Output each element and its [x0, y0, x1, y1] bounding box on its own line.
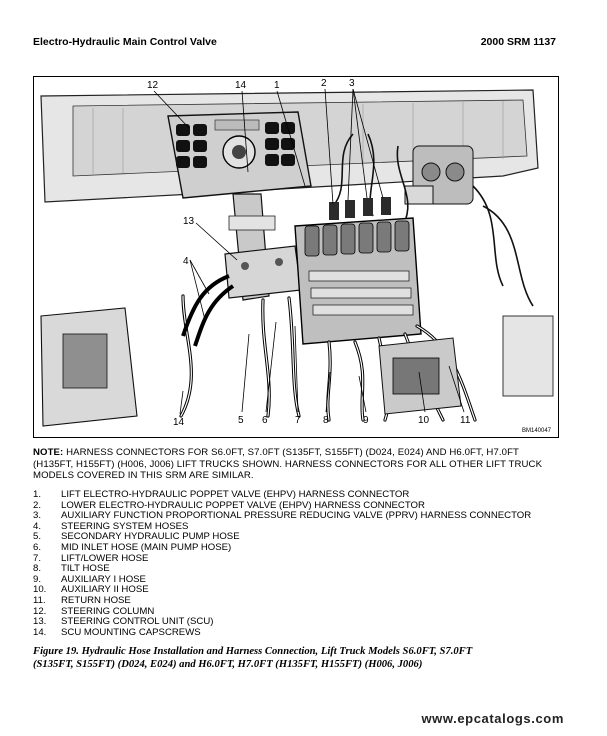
- legend-item: 9. AUXILIARY I HOSE: [33, 573, 563, 586]
- legend-text: LIFT ELECTRO-HYDRAULIC POPPET VALVE (EHP…: [61, 489, 410, 500]
- legend-text: LOWER ELECTRO-HYDRAULIC POPPET VALVE (EH…: [61, 499, 425, 511]
- legend-text: SECONDARY HYDRAULIC PUMP HOSE: [61, 531, 240, 543]
- legend-number: 12.: [33, 605, 47, 617]
- legend-item: 8. TILT HOSE: [33, 564, 563, 575]
- parts-legend: 1. LIFT ELECTRO-HYDRAULIC POPPET VALVE (E…: [33, 489, 563, 639]
- legend-item: 3. AUXILIARY FUNCTION PROPORTIONAL PRESSU…: [33, 511, 563, 522]
- legend-number: 4.: [33, 520, 42, 532]
- legend-number: 8.: [33, 563, 42, 575]
- callout-11: 11: [460, 415, 471, 426]
- legend-number: 10.: [33, 584, 47, 596]
- legend-text: AUXILIARY FUNCTION PROPORTIONAL PRESSURE…: [61, 510, 532, 522]
- legend-text: AUXILIARY II HOSE: [61, 584, 149, 596]
- callout-1: 1: [274, 80, 280, 91]
- callout-9: 9: [363, 415, 369, 426]
- legend-text: STEERING SYSTEM HOSES: [61, 520, 189, 532]
- callout-6: 6: [262, 415, 268, 426]
- callout-14-top: 14: [235, 80, 247, 91]
- legend-number: 3.: [33, 510, 42, 522]
- legend-item: 10. AUXILIARY II HOSE: [33, 585, 563, 596]
- legend-text: AUXILIARY I HOSE: [61, 573, 146, 585]
- callout-4: 4: [183, 256, 189, 267]
- hydraulic-hose-figure: 12 14 1 2 3 13 4 14 5 6 7 8 9 10 11 BM14…: [33, 76, 559, 438]
- legend-item: 11. RETURN HOSE: [33, 594, 563, 607]
- note-paragraph: NOTE: HARNESS CONNECTORS FOR S6.0FT, S7.…: [33, 447, 561, 482]
- legend-text: SCU MOUNTING CAPSCREWS: [61, 626, 201, 638]
- legend-text: STEERING CONTROL UNIT (SCU): [61, 616, 214, 628]
- figure-caption-title: Figure 19.: [33, 646, 79, 657]
- legend-number: 6.: [33, 541, 42, 553]
- legend-number: 5.: [33, 531, 42, 543]
- page-header-srm-number: 2000 SRM 1137: [480, 36, 556, 48]
- callout-5: 5: [238, 415, 244, 426]
- legend-item: 1. LIFT ELECTRO-HYDRAULIC POPPET VALVE (E…: [33, 489, 563, 501]
- figure-caption-line2: (S135FT, S155FT) (D024, E024) and H6.0FT…: [33, 659, 423, 671]
- legend-number: 1.: [33, 489, 42, 500]
- watermark: www.epcatalogs.com: [421, 711, 564, 726]
- legend-item: 12. STEERING COLUMN: [33, 605, 563, 618]
- callout-7: 7: [295, 415, 301, 426]
- figure-id-code: BM140047: [522, 428, 552, 434]
- callout-10: 10: [418, 415, 430, 426]
- callout-13: 13: [183, 216, 195, 227]
- callout-8: 8: [323, 415, 329, 426]
- legend-text: TILT HOSE: [61, 563, 110, 575]
- note-label: NOTE:: [33, 447, 64, 458]
- callout-12: 12: [147, 80, 159, 91]
- figure-caption-line1: Hydraulic Hose Installation and Harness …: [78, 646, 473, 657]
- legend-number: 11.: [33, 594, 46, 606]
- legend-number: 13.: [33, 616, 47, 628]
- legend-item: 14. SCU MOUNTING CAPSCREWS: [33, 626, 563, 639]
- legend-number: 2.: [33, 499, 42, 511]
- note-text: HARNESS CONNECTORS FOR S6.0FT, S7.0FT (S…: [33, 447, 543, 482]
- figure-caption: Figure 19. Hydraulic Hose Installation a…: [33, 645, 563, 671]
- legend-text: LIFT/LOWER HOSE: [61, 552, 149, 564]
- legend-item: 13. STEERING CONTROL UNIT (SCU): [33, 617, 563, 628]
- legend-number: 14.: [33, 626, 47, 638]
- callout-14-bottom: 14: [173, 417, 185, 428]
- legend-number: 7.: [33, 552, 42, 564]
- legend-item: 7. LIFT/LOWER HOSE: [33, 552, 563, 565]
- legend-number: 9.: [33, 573, 42, 585]
- callout-3: 3: [349, 78, 355, 89]
- legend-item: 2. LOWER ELECTRO-HYDRAULIC POPPET VALVE (…: [33, 499, 563, 512]
- legend-item: 4. STEERING SYSTEM HOSES: [33, 520, 563, 533]
- legend-text: MID INLET HOSE (MAIN PUMP HOSE): [61, 541, 232, 553]
- page-header-title: Electro-Hydraulic Main Control Valve: [33, 36, 217, 48]
- legend-text: RETURN HOSE: [61, 594, 131, 606]
- callout-2: 2: [321, 78, 327, 89]
- legend-text: STEERING COLUMN: [61, 605, 155, 617]
- legend-item: 5. SECONDARY HYDRAULIC PUMP HOSE: [33, 532, 563, 543]
- legend-item: 6. MID INLET HOSE (MAIN PUMP HOSE): [33, 541, 563, 554]
